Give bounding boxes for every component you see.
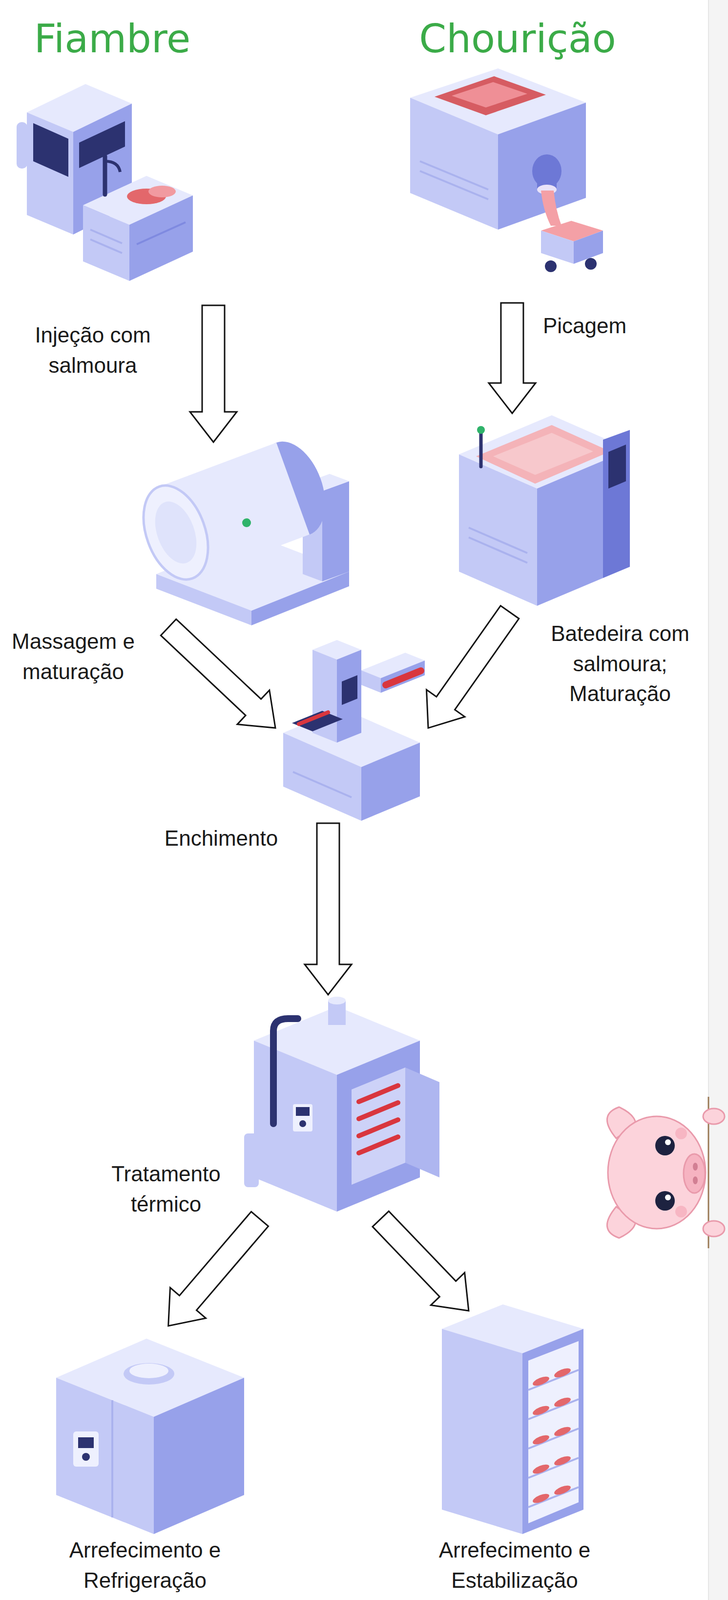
block-arrow (189, 305, 237, 442)
brine-injector-illustration (16, 83, 193, 281)
refrigerator-illustration (56, 1337, 245, 1534)
block-arrow (488, 302, 536, 414)
block-arrow (372, 1210, 469, 1311)
process-step: Tratamento térmico (234, 994, 444, 1219)
step-label: Arrefecimento e Refrigeração (52, 1534, 238, 1595)
process-step: Enchimento (275, 626, 429, 823)
process-step: Injeção com salmoura (9, 73, 235, 306)
block-arrow (426, 605, 520, 728)
drying-cabinet-illustration (441, 1303, 584, 1534)
side-band-edge (707, 0, 709, 1600)
pig-mascot (606, 1096, 725, 1248)
block-arrow (160, 618, 276, 728)
block-arrow (304, 822, 352, 995)
process-step: Batedeira com salmoura; Maturação (453, 413, 635, 612)
step-label: Massagem e maturação (2, 625, 145, 687)
smokehouse-oven-illustration (244, 996, 440, 1211)
step-label: Batedeira com salmoura; Maturação (537, 618, 704, 709)
step-label: Injeção com salmoura (14, 319, 171, 380)
process-step: Arrefecimento e Estabilização (438, 1310, 586, 1534)
mixer-illustration (458, 415, 630, 606)
meat-grinder-illustration (410, 68, 604, 272)
step-label: Picagem (542, 310, 651, 341)
step-label: Tratamento térmico (97, 1158, 235, 1219)
stuffer-illustration (283, 639, 425, 821)
step-label: Arrefecimento e Estabilização (421, 1534, 608, 1595)
column-heading: Chourição (405, 15, 630, 63)
process-step: Picagem (405, 63, 616, 303)
tumbler-illustration (131, 432, 350, 625)
side-band (708, 0, 728, 1600)
step-label: Enchimento (147, 822, 295, 853)
process-step: Massagem e maturação (137, 441, 352, 627)
column-heading: Fiambre (14, 15, 210, 63)
block-arrow (168, 1210, 269, 1326)
process-step: Arrefecimento e Refrigeração (50, 1325, 250, 1534)
